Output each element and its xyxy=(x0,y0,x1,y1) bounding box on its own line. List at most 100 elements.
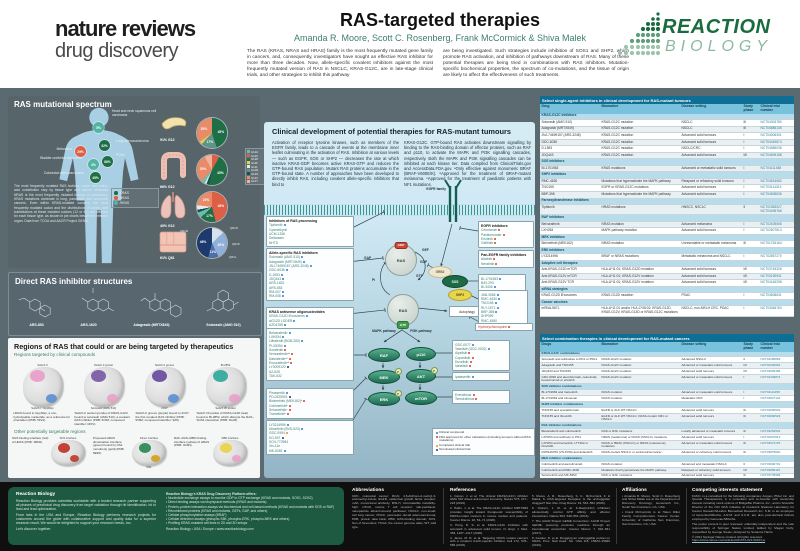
pi3k-pathway-label: PI3K pathway xyxy=(410,329,432,333)
box-hydroxychloroquine: Hydroxychloroquine xyxy=(475,323,533,332)
phospho-badge: P xyxy=(430,367,438,375)
table-row: Sotorasib and antibodies to PD1 or PDL1 … xyxy=(540,357,794,364)
cell-drug: MEK inhibitors xyxy=(541,234,565,239)
cell-disease: Metastatic CRC xyxy=(681,395,703,400)
status-dot xyxy=(284,324,287,327)
compound-name: Adagrasib (MRTX849) xyxy=(133,323,170,327)
drug-name: siG12D LODER xyxy=(269,318,293,323)
combination-table: Select combination therapies in clinical… xyxy=(540,334,794,478)
table-row: Sotorasib (AMG 510) KRAS-G12C mutation N… xyxy=(540,119,794,127)
references-section: References 1. Canon, J. et al. The clini… xyxy=(450,488,610,549)
drug-name: Hydroxychloroquine xyxy=(478,325,508,329)
drug-name: RMC-4630 xyxy=(481,296,497,301)
cell-phase: I xyxy=(743,434,745,439)
table-row: SOS inhibitor combinations xyxy=(540,384,794,391)
cell-trial: NCT03190941 xyxy=(760,273,782,278)
cell-drug: Farnesyltransferase inhibitors xyxy=(541,198,589,203)
cell-disease: Advanced solid tumours xyxy=(681,434,715,439)
status-dot xyxy=(301,340,304,343)
logo-word-reaction: REACTION xyxy=(662,16,771,38)
table-row: LXH254 and trametinib, LTT462 or ribocic… xyxy=(540,441,794,451)
cell-drug: Adoptive cell therapies xyxy=(541,260,578,265)
column-header: Study phase xyxy=(743,342,754,350)
pancreas-caption: 91% G12 xyxy=(160,138,175,142)
table-row: BI-1701963 and trametinib KRAS mutation … xyxy=(540,390,794,397)
cell-trial: NCT04303780 xyxy=(760,119,782,124)
cell-trial: NCT04449874 xyxy=(760,374,781,379)
cell-phase: I/II xyxy=(743,467,747,472)
cell-drug: D-1553 xyxy=(541,146,553,151)
drug-name: PLX8394 xyxy=(269,343,283,348)
table-row: KRAS-G12C inhibitors xyxy=(540,113,794,120)
region-caption: Switch-II pocket (purple) of KRAS-G12C b… xyxy=(74,410,131,427)
cell-disease: Advanced melanoma xyxy=(681,221,713,226)
site-pct-melanoma: 29% xyxy=(75,146,86,157)
drug-name: Vtx-11e xyxy=(269,444,281,449)
cell-phase: II xyxy=(743,204,746,209)
cell-phase: II xyxy=(743,357,746,362)
box-allele-specific: Allele-specific RAS inhibitors Sotorasib… xyxy=(266,248,354,302)
region-other-tag-1: RBD interface xyxy=(221,437,239,440)
cell-biomarker: HLA-A*11:01; KRAS-G12D mutation xyxy=(601,267,654,272)
drug-name: Cysmethynil xyxy=(269,227,287,232)
reference-item: 4. Janes, M. R. et al. Targeting KRAS mu… xyxy=(450,535,528,548)
reaction-tagline[interactable]: Reaction Biology • USA / Europe • www.re… xyxy=(166,526,254,531)
lungs-icon xyxy=(160,192,186,219)
cell-biomarker: Mutations that hyperactivate the MAPK pa… xyxy=(601,178,671,183)
compound-name: Sotorasib (AMG 510) xyxy=(206,323,241,327)
region-item: BI-2852 Switch I/II pocket Switch I/II p… xyxy=(195,364,256,427)
drug-name: JDQ443 xyxy=(269,276,282,281)
reference-item: 1. Canon, J. et al. The clinical KRAS(G1… xyxy=(450,493,528,506)
table-row: GDC-6036 and atezolizumab, cetuximab, be… xyxy=(540,374,794,385)
region-tag-2: Sotorasib (AMG 510) xyxy=(90,407,117,411)
cell-phase: I/II xyxy=(743,152,748,157)
cell-drug: Tipifarnib xyxy=(541,204,555,209)
drug-name: SCH-772984 xyxy=(269,439,289,444)
regions-title: Regions of RAS that could or are being t… xyxy=(14,342,234,351)
table-row: Binimetinib (MEK162) NRAS mutation Unres… xyxy=(540,241,794,248)
cell-disease: Advanced solid tumours xyxy=(681,368,715,373)
cell-phase: I xyxy=(743,306,745,311)
isoform-swatch xyxy=(114,196,118,200)
legend-label: G12D xyxy=(251,157,259,162)
poster-url-link[interactable]: https://www.nature.com/articles/d41573-0… xyxy=(692,538,766,543)
drug-name: Idelalisib xyxy=(455,364,468,369)
cell-disease: Advanced solid tumours xyxy=(681,407,715,412)
drug-name: Ulixertinib (BVD-523) xyxy=(269,426,300,431)
status-dot xyxy=(303,400,306,403)
cell-drug: TNO155 and ribociclib xyxy=(541,413,572,418)
table-row: RAF inhibitors xyxy=(540,215,794,222)
region-other-caption: SOS binding interface (red) of HRAS (PDB… xyxy=(12,436,49,444)
status-dot xyxy=(283,224,286,227)
cell-trial: NCT02383927, NCT03496766 xyxy=(760,204,783,213)
status-dot xyxy=(493,286,496,289)
cell-biomarker: HLA-A*11:01 and/or HLA-C*08:02; KRAS-G12… xyxy=(601,306,678,314)
site-label-pdac: PDAC xyxy=(116,153,126,157)
competing-interests-section: Competing interests statement F.McC. is … xyxy=(692,488,794,543)
drug-name: TNO155 xyxy=(481,301,494,306)
region-other-caption: RAF–RAS–RBD binding interface (yellow) o… xyxy=(174,436,210,448)
box-title: Pan-EGFR family inhibitors xyxy=(481,252,527,257)
table-row: JDQ443 KRAS-G12C mutation Advanced solid… xyxy=(540,152,794,160)
column-header: Study phase xyxy=(743,104,754,112)
legend-label: G12F xyxy=(251,160,258,165)
cell-drug: Anti-KRAS-G12D mTCR xyxy=(541,267,577,272)
cell-disease: Advanced solid tumours xyxy=(681,473,715,478)
site-label-bladder: Bladder urothelial carcinoma xyxy=(40,156,82,160)
cell-phase: I/II xyxy=(743,368,747,373)
region-caption: Switch-II groove (purple) bound to 2C07,… xyxy=(135,410,190,423)
platform-bullet: • Cellular detection assays (phospho-S6K… xyxy=(166,517,290,522)
protein-structure-icon xyxy=(205,367,246,408)
gdp-chip: GDP xyxy=(394,241,408,249)
drug-name: Belvarafenib xyxy=(269,330,288,335)
cell-drug: JNJ-74699157 (ARS-3248) xyxy=(541,133,581,138)
cell-drug: RAF inhibitor combinations xyxy=(541,422,582,427)
status-dot xyxy=(496,293,499,296)
cell-biomarker: KRAS mutation xyxy=(601,395,623,400)
column-header: Biomarker xyxy=(601,342,619,346)
table-row: Belvarafenib and cobimetinib RAS or RAF … xyxy=(540,429,794,435)
status-dot xyxy=(288,357,291,360)
drug-name: Copanlisib xyxy=(455,355,471,360)
legend-swatch xyxy=(247,176,250,180)
